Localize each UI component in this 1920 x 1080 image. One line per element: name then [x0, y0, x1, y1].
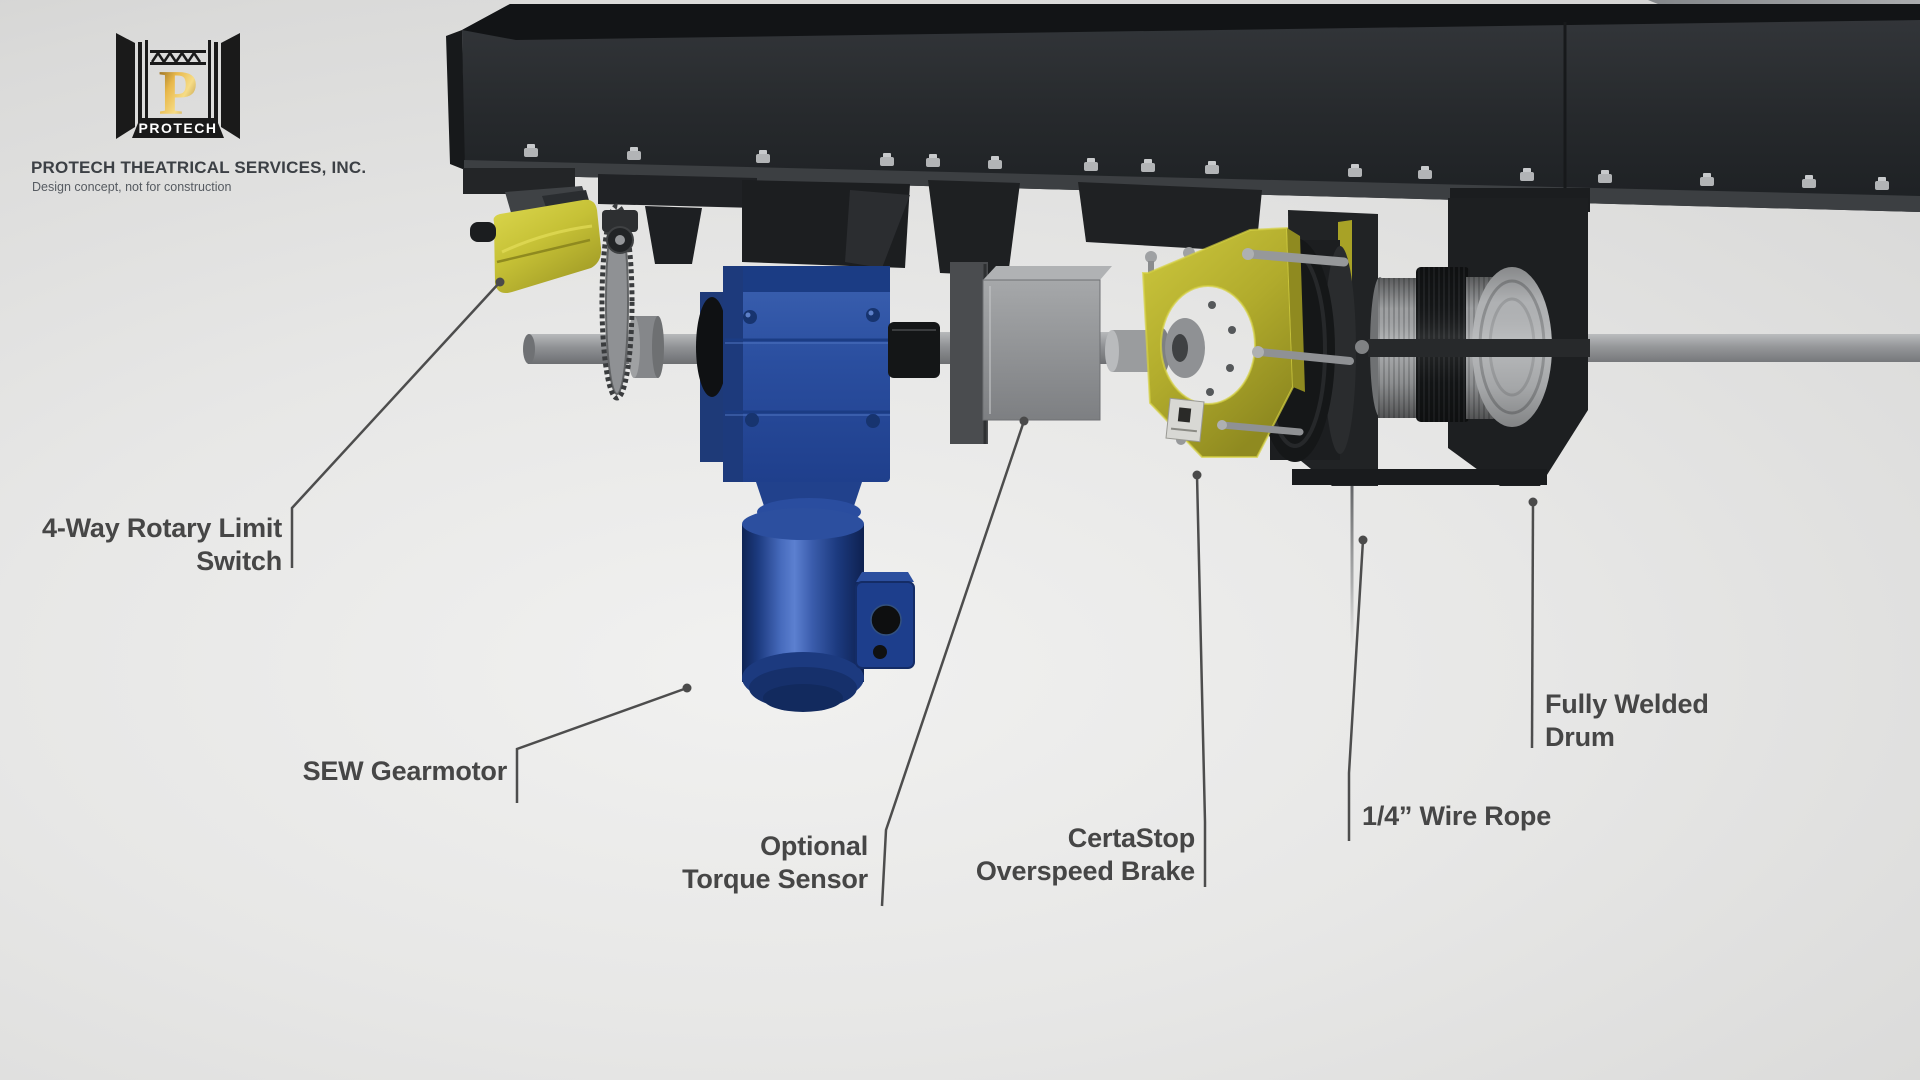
logo-truss-zigzag: [150, 50, 202, 65]
logo-p-monogram: P: [158, 57, 197, 128]
torque-sensor-top: [983, 266, 1112, 280]
callout-overspeed-brake-line1: CertaStop: [1067, 823, 1195, 853]
drum-tie-bars: [1292, 339, 1590, 485]
torque-sensor-cube: [982, 279, 1101, 421]
gearbox-body: [723, 266, 890, 482]
callout-wire-rope-line1: 1/4” Wire Rope: [1362, 801, 1552, 831]
callout-wire-rope: 1/4” Wire Rope: [1362, 800, 1551, 833]
logo-wordmark: PROTECH: [139, 120, 218, 136]
callout-torque-sensor-line2: Torque Sensor: [682, 864, 868, 894]
callout-torque-sensor: Optional Torque Sensor: [682, 830, 868, 896]
drum-tie-bar-bottom: [1292, 469, 1547, 485]
beam-left-end: [446, 30, 465, 170]
limit-switch-block: [602, 210, 638, 232]
company-name: PROTECH THEATRICAL SERVICES, INC.: [31, 158, 367, 177]
callout-gearmotor-line1: SEW Gearmotor: [302, 756, 508, 786]
rotary-limit-switch: [470, 186, 638, 293]
overhead-beam: [446, 0, 1920, 212]
brake-label-sticker: [1165, 397, 1205, 443]
protech-logo-icon: P PROTECH: [116, 33, 240, 139]
logo-banner: [132, 118, 224, 138]
chain-sprocket: [599, 203, 664, 401]
hanger-bracket-gearbox-face: [845, 190, 910, 268]
callout-limit-switch-line1: 4-Way Rotary Limit: [42, 513, 282, 543]
hanger-bracket-2-leg: [645, 206, 702, 264]
beam-top-cap: [462, 4, 1920, 40]
leader-torque-sensor: [880, 420, 1026, 907]
overspeed-brake: [1105, 220, 1356, 462]
gearbox-bolts: [743, 308, 880, 428]
hanger-bracket-sensor: [928, 180, 1020, 276]
gearbox-boss: [696, 297, 728, 397]
callout-leaders: [290, 281, 1535, 907]
drum-tie-bar-front: [1368, 339, 1590, 357]
logo-right-panel: [221, 33, 240, 139]
leader-limit-switch: [290, 281, 501, 568]
gearbox-top-strip: [723, 266, 890, 292]
limit-switch-body: [493, 199, 602, 293]
gearbox-shadow-col: [723, 266, 743, 482]
hanger-brackets: [463, 168, 1590, 276]
limit-switch-knob: [470, 222, 496, 242]
motor-junction-box: [855, 572, 915, 669]
brake-plate-edge: [1287, 228, 1305, 392]
motor-connector: [870, 604, 902, 636]
leader-wire-rope: [1347, 539, 1365, 841]
beam-front-face: [462, 4, 1920, 212]
limit-switch-highlight: [501, 224, 593, 254]
torque-sensor: [950, 262, 1112, 444]
callout-overspeed-brake-line2: Overspeed Brake: [975, 856, 1195, 886]
logo-left-panel: [116, 33, 135, 139]
logo-truss-bottom: [150, 62, 206, 65]
callout-limit-switch: 4-Way Rotary Limit Switch: [42, 512, 282, 578]
cable-drum: [1370, 267, 1552, 427]
torque-sensor-bracket: [950, 262, 988, 444]
callout-drum: Fully Welded Drum: [1545, 688, 1709, 754]
protech-logo: P PROTECH: [112, 26, 244, 144]
brake-rods: [1176, 248, 1354, 445]
company-tagline: Design concept, not for construction: [32, 180, 232, 194]
leader-overspeed-brake: [1195, 474, 1207, 887]
callout-torque-sensor-line1: Optional: [760, 831, 868, 861]
leader-gearmotor: [515, 686, 688, 803]
brake-hub-inner: [1165, 301, 1236, 396]
callout-drum-line2: Drum: [1545, 722, 1615, 752]
shaft-coupling: [888, 322, 940, 378]
callout-leader-dots: [495, 277, 1538, 693]
leader-drum: [1530, 501, 1535, 749]
logo-truss-top: [150, 50, 206, 53]
hanger-bracket-brake: [1078, 182, 1262, 252]
callout-overspeed-brake: CertaStop Overspeed Brake: [976, 822, 1195, 888]
callout-limit-switch-line2: Switch: [196, 546, 282, 576]
sew-gearmotor: [696, 266, 915, 712]
drive-shaft-right: [1580, 334, 1920, 362]
callout-drum-line1: Fully Welded: [1545, 689, 1709, 719]
callout-gearmotor: SEW Gearmotor: [302, 755, 508, 788]
drive-chain: [599, 203, 635, 401]
hanger-bracket-2: [598, 174, 757, 208]
limit-switch-seam: [496, 238, 591, 264]
